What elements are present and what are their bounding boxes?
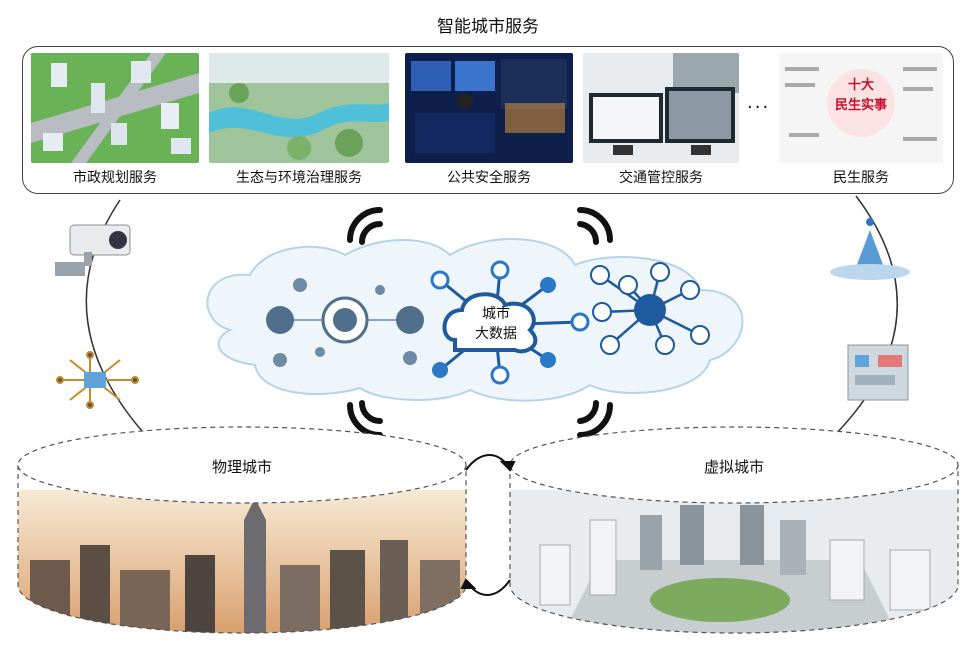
livelihood-image: 十大 民生实事 xyxy=(779,53,943,163)
diagram-title: 智能城市服务 xyxy=(437,17,539,37)
service-label-municipal: 市政规划服务 xyxy=(73,170,157,186)
physical-city-skyline-image xyxy=(18,490,466,633)
ecology-image xyxy=(209,53,389,163)
cctv-camera-icon xyxy=(55,224,131,276)
river-aerial-view xyxy=(209,53,389,163)
wifi-icon-top-left xyxy=(347,207,383,245)
location-icon xyxy=(293,278,307,292)
traffic-monitor-scene xyxy=(583,53,739,163)
big-data-line1: 城市 xyxy=(482,305,510,322)
wifi-icon-bottom-right xyxy=(577,400,613,438)
phone-icon xyxy=(273,353,287,367)
service-label-ecology: 生态与环境治理服务 xyxy=(236,170,362,186)
big-data-network: 城市 大数据 xyxy=(430,260,590,385)
big-data-cloud-icon xyxy=(442,292,538,354)
municipal-planning-image xyxy=(31,53,199,163)
signal-tower-icon xyxy=(830,218,910,280)
service-hub-network xyxy=(590,262,710,355)
right-connector-arc xyxy=(829,195,899,441)
service-label-traffic: 交通管控服务 xyxy=(619,170,703,186)
circuit-network-icon xyxy=(56,351,139,409)
poster-line1: 十大 xyxy=(848,77,874,93)
tablet-icon xyxy=(266,306,294,334)
virtual-city-model-image xyxy=(510,490,958,633)
public-safety-image xyxy=(405,53,573,163)
virtual-city-label: 虚拟城市 xyxy=(704,458,764,476)
wifi-icon-bottom-left xyxy=(347,400,383,438)
services-panel: 市政规划服务 生态与环境治理服务 公共安全服务 xyxy=(22,46,954,194)
traffic-image xyxy=(583,53,739,163)
more-services-ellipsis: ··· xyxy=(747,97,771,118)
sync-cycle-arrows xyxy=(460,454,516,596)
big-data-line2: 大数据 xyxy=(475,326,517,342)
service-label-livelihood: 民生服务 xyxy=(833,170,889,186)
device-icon-cluster xyxy=(266,278,424,367)
isometric-city-map xyxy=(31,53,199,163)
virtual-city-cylinder: 虚拟城市 xyxy=(509,426,959,634)
hub-center-icon xyxy=(634,294,666,326)
smart-building-icon xyxy=(847,344,909,401)
camera-icon xyxy=(403,351,417,365)
physical-city-label: 物理城市 xyxy=(212,458,272,476)
command-center-scene xyxy=(405,53,573,163)
service-label-public-safety: 公共安全服务 xyxy=(447,170,531,186)
poster-line2: 民生实事 xyxy=(835,97,887,113)
wifi-icon-top-right xyxy=(577,207,613,245)
monitor-icon xyxy=(396,306,424,334)
livelihood-poster: 十大 民生实事 xyxy=(779,53,943,163)
physical-city-cylinder: 物理城市 xyxy=(17,426,467,634)
